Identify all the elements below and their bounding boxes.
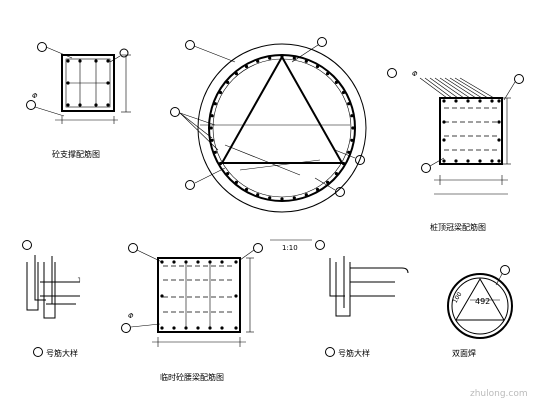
ring-rebar-dot [213,150,217,154]
dim-492: 492 [475,297,490,306]
double-weld-detail: 492 100 双面焊 [447,265,513,358]
callout-circle [128,243,138,253]
ring-rebar-dot [256,193,260,197]
callout-circle [355,155,365,165]
rebar-detail-right-title: 号筋大样 [338,348,370,358]
callout-circle [121,323,131,333]
watermark: zhulong.com [470,389,528,399]
ring-rebar-dot [226,172,230,176]
ring-rebar-dot [213,102,217,106]
callout-circle [421,163,431,173]
rebar-detail-right: 号筋大样 [315,240,409,358]
callout-circle [253,243,263,253]
callout-circle [185,40,195,50]
waist-beam-title: 临时砼腰梁配筋图 [160,372,224,382]
phi-symbol: Φ [128,312,134,320]
scale-label: 1:10 [282,244,298,252]
ring-rebar-dot [315,64,320,69]
ring-rebar-dot [234,72,238,76]
ring-rebar-dot [292,56,296,60]
ring-rebar-dot [234,180,238,184]
pile-cap-beam-detail: Φ 桩顶冠 [387,68,524,232]
callout-circle [33,347,43,357]
ring-rebar-dot [304,59,308,63]
ring-rebar-dot [210,138,214,142]
waist-beam-outline [157,257,241,333]
rebar-detail-left: ┐ 号筋大样 [22,240,82,358]
ring-rebar-dot [292,196,296,200]
ring-rebar-dot [304,193,308,197]
callout-circle [325,347,335,357]
callout-circle [387,68,397,78]
svg-text:┐: ┐ [77,275,82,282]
rebar-detail-left-title: 号筋大样 [46,348,78,358]
callout-circle [317,37,327,47]
ring-rebar-dot [350,138,354,142]
ring-inner-circle [208,54,356,202]
callout-circle [500,265,510,275]
ring-rebar-dot [347,150,351,154]
ring-rebar-dot [210,114,214,118]
callout-circle [335,187,345,197]
phi-symbol: Φ [412,70,418,78]
ring-rebar-dot [334,172,338,176]
brace-section-detail: Φ 砼支撑配筋图 [26,42,131,159]
ring-rebar-dot [351,126,355,130]
ring-rebar-dot [334,80,338,84]
callout-circle [170,107,180,117]
callout-circle [514,74,524,84]
phi-symbol: Φ [32,92,38,100]
ring-beam-section: 1:10 [170,37,367,252]
ring-rebar-dots [209,55,355,201]
dim-100: 100 [452,291,464,305]
weld-ring-outer [447,273,513,339]
ring-rebar-dot [347,102,351,106]
ring-rebar-dot [326,72,330,76]
pile-cap-beam-outline [439,97,503,165]
ring-rebar-dot [268,56,272,60]
pile-cap-beam-title: 桩顶冠梁配筋图 [430,222,486,232]
weld-triangle [455,278,505,321]
ring-rebar-dot [244,64,249,69]
callout-circle [315,240,325,250]
ring-rebar-dot [350,114,354,118]
ring-rebar-dot [244,187,249,192]
weld-ring-inner [451,277,509,335]
ring-rebar-dot [256,59,260,63]
ring-rebar-dot [326,180,330,184]
callout-circle [22,240,32,250]
ring-rebar-dot [218,90,223,95]
callout-circle [26,100,36,110]
ring-rebar-dot [268,196,272,200]
ring-rebar-dot [226,80,230,84]
callout-circle [119,48,129,58]
brace-section-title: 砼支撑配筋图 [52,149,100,159]
double-weld-title: 双面焊 [452,348,476,358]
temp-waist-beam-detail: Φ 临时砼腰梁配筋图 [121,243,263,382]
ring-rebar-dot [315,187,320,192]
brace-section-outline [61,54,115,112]
ring-rebar-dot [280,197,284,201]
triangle-stiffener [220,54,344,164]
ring-outer-circle [197,43,367,213]
ring-rebar-dot [209,126,213,130]
ring-rebar-dot [341,90,346,95]
callout-circle [185,180,195,190]
callout-circle [37,42,47,52]
